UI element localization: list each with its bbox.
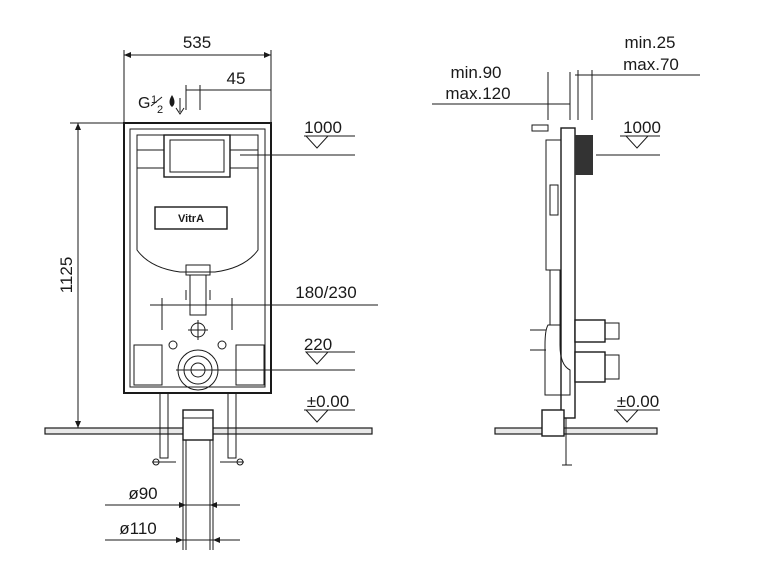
- arrowhead: [264, 52, 271, 58]
- top-level-label: 1000: [304, 118, 342, 137]
- cistern-bracket-left: [136, 149, 165, 169]
- soil-pipe-fitting: [182, 409, 214, 441]
- side-label-plate: [549, 184, 559, 216]
- inlet-label: G: [138, 95, 150, 112]
- inlet-arrow-icon: [175, 98, 185, 115]
- depth-min-label: min.25: [624, 33, 675, 52]
- depth-max-label: max.70: [623, 55, 679, 74]
- brand-plate: [154, 206, 228, 230]
- level-marker-icon: [304, 135, 330, 149]
- bolt: [168, 340, 178, 350]
- frame-foot-right: [235, 344, 265, 386]
- frame-foot-left: [133, 344, 163, 386]
- side-connector-top: [574, 319, 606, 343]
- side-top-bracket: [531, 124, 549, 132]
- flush-plate-inner: [169, 139, 225, 173]
- arrowhead: [75, 123, 81, 130]
- flush-pipe-collar: [185, 264, 211, 276]
- side-soil-pipe: [541, 409, 565, 437]
- level-marker-icon: [304, 351, 330, 365]
- outlet-range-label: 180/230: [295, 283, 356, 302]
- side-connector-bottom: [574, 351, 606, 383]
- side-elbow: [544, 324, 571, 396]
- bolt: [217, 340, 227, 350]
- side-floor-slab: [494, 427, 658, 435]
- flush-plate: [163, 134, 231, 178]
- side-flush-plate: [575, 135, 593, 175]
- side-flush-pipe: [549, 269, 561, 326]
- fraction-slash: [150, 96, 163, 107]
- offset-label: 45: [227, 69, 246, 88]
- side-view: min.90 max.120 min.25 max.70 1000 ±0.00: [432, 33, 700, 466]
- side-frame: [560, 127, 576, 419]
- frame-inner: [129, 128, 266, 388]
- pipe-outer-label: ø110: [119, 519, 157, 538]
- height-label: 1125: [57, 257, 76, 294]
- drain-height-label: 220: [304, 335, 332, 354]
- level-marker-icon: [304, 409, 330, 423]
- frame-outer: [123, 122, 272, 394]
- inlet-fraction-numerator: 1: [151, 94, 157, 106]
- level-marker-icon: [614, 409, 640, 423]
- side-cistern: [545, 139, 562, 271]
- brand-label: VitrA: [178, 213, 204, 225]
- side-top-level-label: 1000: [623, 118, 661, 137]
- flush-pipe: [189, 274, 207, 316]
- inlet-fraction-denominator: 2: [157, 104, 163, 116]
- leg-left: [159, 392, 169, 459]
- wall-max-label: max.120: [445, 84, 510, 103]
- arrowhead: [75, 421, 81, 428]
- wall-min-label: min.90: [450, 63, 501, 82]
- leg-right: [227, 392, 237, 459]
- width-label: 535: [183, 33, 211, 52]
- cistern: [136, 134, 259, 273]
- water-drop-icon: [169, 95, 175, 107]
- floor-level-label: ±0.00: [307, 392, 349, 411]
- front-view: 535 45 G 1 2 1125 VitrA: [44, 33, 378, 550]
- cistern-bracket-right: [229, 149, 259, 169]
- arrowhead: [124, 52, 131, 58]
- pipe-inner-label: ø90: [128, 484, 157, 503]
- level-marker-icon: [624, 135, 650, 149]
- side-floor-level-label: ±0.00: [617, 392, 659, 411]
